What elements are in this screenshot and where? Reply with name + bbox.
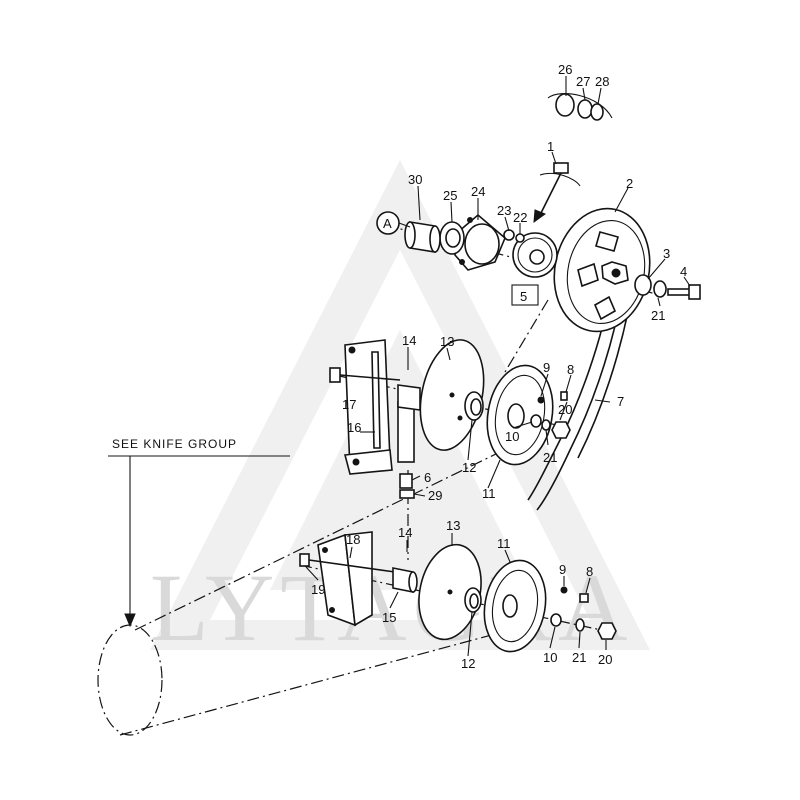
knife-group-reference: SEE KNIFE GROUP: [97, 437, 290, 736]
bolt-17: [329, 367, 401, 383]
callout-11-lower: 11: [497, 536, 511, 551]
callout-5: 5: [520, 289, 527, 304]
see-knife-group-note: SEE KNIFE GROUP: [112, 437, 237, 451]
callout-22: 22: [513, 210, 527, 225]
callout-24: 24: [471, 184, 485, 199]
reference-a-marker: A: [376, 211, 411, 235]
upper-spacer: [397, 384, 421, 411]
callout-17: 17: [342, 397, 356, 412]
shaft-30: [404, 221, 441, 253]
sprocket: [511, 232, 558, 306]
reference-a-label: A: [383, 216, 392, 231]
leader-lines: [305, 76, 691, 657]
bearing-25: [439, 221, 465, 255]
callout-1: 1: [547, 139, 554, 154]
callout-27: 27: [576, 74, 590, 89]
bolt-19: [299, 553, 396, 573]
lower-mounting-bracket: [317, 531, 373, 627]
callout-12-upper: 12: [462, 460, 476, 475]
bolt-1: [533, 162, 581, 224]
callout-30: 30: [408, 172, 422, 187]
callout-14-upper: 14: [402, 333, 416, 348]
callout-21-upper: 21: [543, 450, 557, 465]
callout-15: 15: [382, 610, 396, 625]
callout-10-upper: 10: [505, 429, 519, 444]
pulley-fasteners: [634, 274, 701, 300]
callout-3: 3: [663, 246, 670, 261]
callout-14-lower: 14: [398, 525, 412, 540]
sprocket-key-set: [503, 229, 525, 243]
callout-19: 19: [311, 582, 325, 597]
callout-25: 25: [443, 188, 457, 203]
callout-4: 4: [680, 264, 687, 279]
callout-23: 23: [497, 203, 511, 218]
callout-20-lower: 20: [598, 652, 612, 667]
callout-13-upper: 13: [440, 334, 454, 349]
lower-spacer: [392, 567, 418, 593]
idler-fasteners-lower: [550, 586, 617, 640]
callout-21-lower: 21: [572, 650, 586, 665]
callouts: 26 27 28 1 2 3 4 5 30 25 24 23 22 21 14 …: [311, 62, 687, 671]
callout-7: 7: [617, 394, 624, 409]
callout-8-upper: 8: [567, 362, 574, 377]
callout-21-top: 21: [651, 308, 665, 323]
adjuster-set: [399, 473, 415, 499]
callout-11-upper: 11: [482, 486, 496, 501]
callout-26: 26: [558, 62, 572, 77]
callout-6: 6: [424, 470, 431, 485]
main-pulley: [553, 207, 651, 333]
callout-18: 18: [346, 532, 360, 547]
idler-pulley-upper: [486, 364, 554, 466]
idler-pulley-lower: [483, 559, 547, 653]
callout-2: 2: [626, 176, 633, 191]
hub-spacer-set: [547, 93, 613, 121]
callout-9-upper: 9: [543, 360, 550, 375]
idler-bearing-lower: [464, 587, 482, 613]
callout-13-lower: 13: [446, 518, 460, 533]
callout-20-upper: 20: [558, 402, 572, 417]
idler-fasteners-upper: [530, 391, 571, 439]
idler-bearing-upper: [464, 391, 484, 421]
callout-10-lower: 10: [543, 650, 557, 665]
callout-9-lower: 9: [559, 562, 566, 577]
callout-29: 29: [428, 488, 442, 503]
callout-8-lower: 8: [586, 564, 593, 579]
bearing-flange: [454, 213, 506, 271]
callout-16: 16: [347, 420, 361, 435]
callout-12-lower: 12: [461, 656, 475, 671]
callout-28: 28: [595, 74, 609, 89]
